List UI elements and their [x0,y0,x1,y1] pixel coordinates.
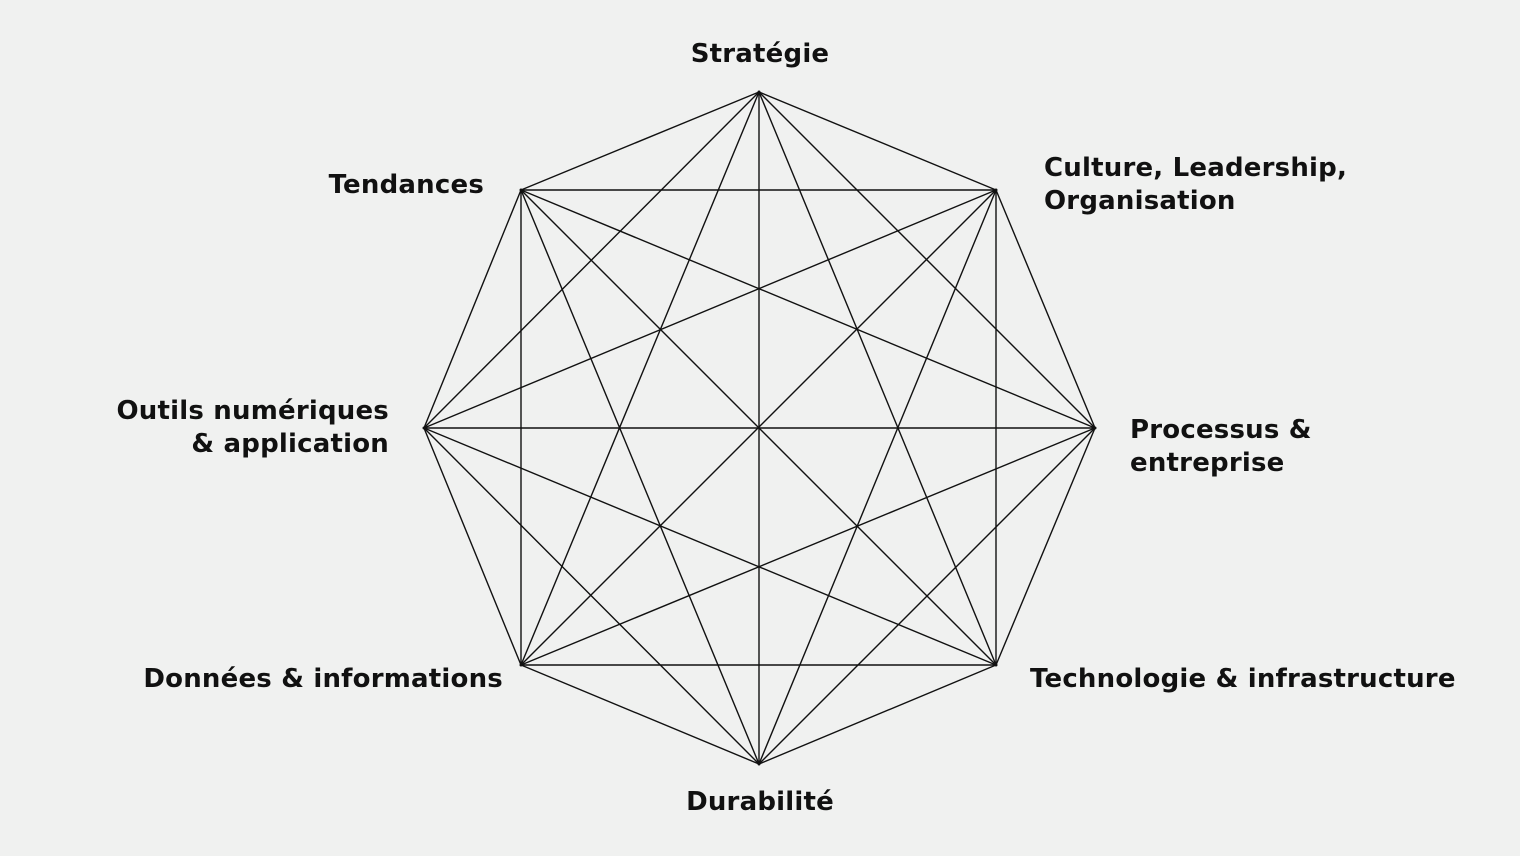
edge-processus-tendances [520,189,1096,429]
label-outils: Outils numériques & application [116,396,389,459]
vertex-donnees [519,663,523,667]
edge-strategie-tendances [520,91,760,191]
edge-durabilite-donnees [520,664,760,765]
edge-outils-tendances [423,189,522,429]
edge-strategie-technologie [758,91,997,666]
label-donnees: Données & informations [143,664,503,694]
vertex-processus [1093,426,1097,430]
edge-technologie-tendances [520,189,997,666]
vertex-technologie [994,663,998,667]
edge-culture-processus [995,189,1096,429]
label-durabilite: Durabilité [686,787,834,817]
label-culture: Culture, Leadership, Organisation [1044,153,1348,216]
edge-processus-donnees [520,427,1096,666]
edge-technologie-outils [423,427,997,666]
edge-durabilite-tendances [520,189,760,765]
edge-processus-technologie [995,427,1096,666]
edge-strategie-donnees [520,91,760,666]
vertex-outils [422,426,426,430]
label-tendances: Tendances [328,170,484,200]
edge-culture-outils [423,189,997,429]
vertex-culture [994,188,998,192]
edge-technologie-durabilite [758,664,997,765]
edge-strategie-culture [758,91,997,191]
edge-strategie-processus [758,91,1096,429]
edge-donnees-outils [423,427,522,666]
vertex-tendances [519,188,523,192]
edge-durabilite-outils [423,427,760,765]
vertex-strategie [757,90,761,94]
label-technologie: Technologie & infrastructure [1030,664,1456,694]
vertex-durabilite [757,762,761,766]
edge-culture-durabilite [758,189,997,765]
label-processus: Processus & entreprise [1130,415,1312,478]
label-strategie: Stratégie [690,39,830,69]
